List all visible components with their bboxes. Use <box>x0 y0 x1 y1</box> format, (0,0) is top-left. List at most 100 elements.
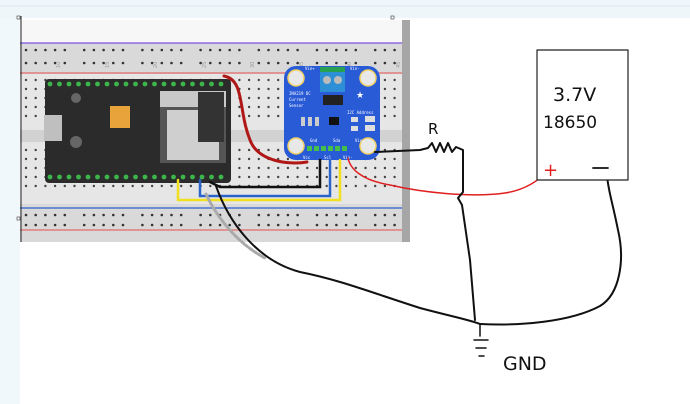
hole <box>335 166 338 170</box>
column-number: 30 <box>250 62 256 68</box>
selection-handle[interactable] <box>16 15 21 20</box>
hole <box>34 96 37 100</box>
esp-pin <box>85 81 91 87</box>
rail-hole <box>82 48 86 52</box>
hole <box>277 175 280 179</box>
battery-model: 18650 <box>543 113 597 133</box>
hole <box>374 184 377 188</box>
hole <box>24 96 28 100</box>
ina219-chip <box>329 117 339 125</box>
hole <box>344 184 348 188</box>
esp-pin <box>95 81 100 87</box>
rail-hole <box>335 223 338 227</box>
rail-hole <box>383 213 387 217</box>
rail-hole <box>121 223 125 227</box>
hole <box>393 175 396 179</box>
hole <box>354 166 357 170</box>
module-antenna <box>198 92 224 142</box>
esp-pin <box>104 81 110 87</box>
usb-port <box>44 115 62 141</box>
battery-box <box>536 49 629 181</box>
rail-hole <box>160 223 164 227</box>
label: Vin- <box>350 66 360 71</box>
rail-hole <box>112 223 115 227</box>
esp-pin <box>171 174 176 180</box>
esp32-pin-headers <box>47 81 224 180</box>
hole <box>209 184 212 188</box>
hole <box>24 166 28 170</box>
column-number: 45 <box>396 62 402 68</box>
esp-pin <box>218 174 224 180</box>
rail-hole <box>170 61 173 65</box>
hole <box>354 175 357 179</box>
hole <box>325 166 328 170</box>
rail-hole <box>286 61 290 65</box>
rail-hole <box>150 48 154 52</box>
hole <box>277 87 280 91</box>
ghost-wire <box>204 192 267 260</box>
esp-pin <box>161 174 167 180</box>
esp-pin <box>133 81 138 87</box>
rail-hole <box>179 61 183 65</box>
hole <box>150 184 154 188</box>
hole <box>24 184 28 188</box>
rail-hole <box>335 48 338 52</box>
hole <box>344 166 348 170</box>
selection-handle[interactable] <box>390 15 395 20</box>
hole <box>238 175 241 179</box>
hole <box>92 184 96 188</box>
hole <box>189 184 193 188</box>
ground-label: GND <box>503 353 547 375</box>
hole <box>24 157 28 161</box>
rail-hole <box>53 48 57 52</box>
rail-hole <box>267 61 270 65</box>
rail-hole <box>296 61 299 65</box>
battery-negative-wire <box>479 174 622 326</box>
hole <box>393 166 396 170</box>
hole <box>315 175 319 179</box>
hole <box>267 96 270 100</box>
column-number: 40 <box>347 62 353 68</box>
rail-hole <box>373 61 377 65</box>
hole <box>53 184 57 188</box>
sensor-pins <box>307 146 347 151</box>
column-numbers: 10 15 20 25 30 35 40 45 <box>56 62 402 68</box>
rail-hole <box>209 48 212 52</box>
black-wire <box>208 158 322 189</box>
hole <box>34 148 37 152</box>
rail-hole <box>315 48 319 52</box>
selection-handle[interactable] <box>16 216 21 221</box>
rail-hole <box>267 223 270 227</box>
rail-hole <box>267 48 270 52</box>
rail-hole <box>393 48 396 52</box>
hole <box>247 148 251 152</box>
hole <box>296 175 299 179</box>
hole <box>315 166 319 170</box>
mount-hole <box>287 137 305 155</box>
pin-label: Gnd <box>310 138 318 143</box>
column-number: 35 <box>299 62 305 68</box>
rail-hole <box>150 213 154 217</box>
rail-hole <box>170 213 173 217</box>
left-panel-strip <box>0 18 20 404</box>
rail-hole <box>179 48 183 52</box>
hole <box>160 184 163 188</box>
hole <box>383 114 387 118</box>
hole <box>141 184 144 188</box>
rail-hole <box>383 48 387 52</box>
rail-hole <box>296 223 299 227</box>
hole <box>306 166 309 170</box>
button <box>71 93 81 103</box>
rail-hole <box>34 48 37 52</box>
rail-hole <box>53 223 57 227</box>
esp-ground-wire <box>215 185 481 325</box>
rail-hole <box>92 61 96 65</box>
hole <box>267 105 270 109</box>
hole <box>364 184 367 188</box>
rail-hole <box>121 48 125 52</box>
rail-hole <box>44 61 47 65</box>
hole <box>34 105 37 109</box>
rail-hole <box>141 223 144 227</box>
hole <box>257 105 260 109</box>
rail-hole <box>335 213 338 217</box>
